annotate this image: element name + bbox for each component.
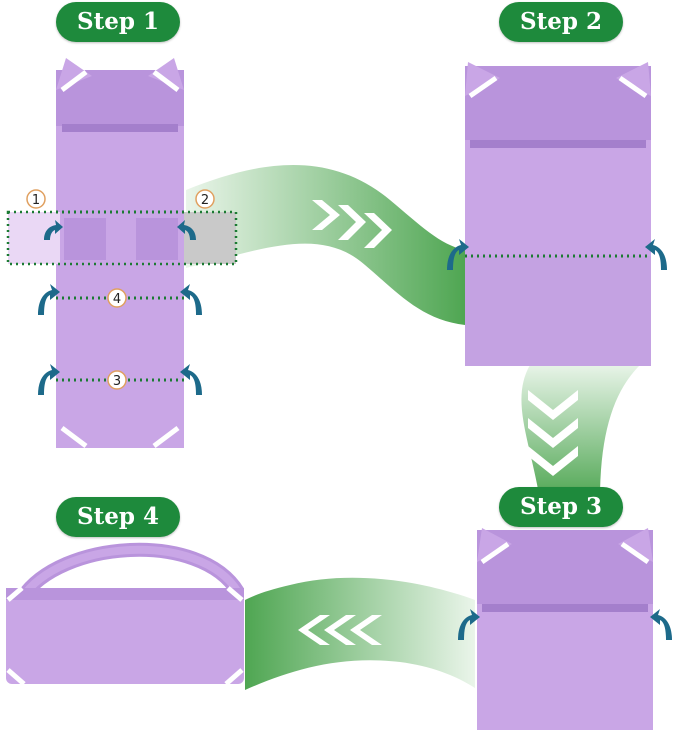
step3-towel: [477, 528, 653, 730]
svg-text:1: 1: [32, 193, 40, 208]
fold-marker-4: 4: [107, 288, 127, 308]
curl-arrow-icon: [38, 220, 202, 395]
step-3-label: Step 3: [499, 487, 623, 527]
svg-text:2: 2: [201, 193, 209, 208]
flow-arrow-3-to-4: [245, 577, 475, 690]
svg-text:3: 3: [113, 374, 121, 389]
fold-marker-3: 3: [107, 370, 127, 390]
step4-rolled-towel: [6, 542, 244, 686]
step-2-label: Step 2: [499, 2, 623, 42]
flow-arrow-2-to-3: [521, 365, 640, 500]
step-1-label: Step 1: [56, 2, 180, 42]
fold-marker-1: 1: [26, 189, 46, 209]
step-4-label: Step 4: [56, 497, 180, 537]
fold-marker-2: 2: [195, 189, 215, 209]
curl-arrow-icon: [447, 239, 667, 270]
flow-arrow-1-to-2: [186, 165, 465, 325]
curl-arrow-icon: [458, 609, 672, 640]
step2-towel: [465, 62, 651, 366]
svg-text:4: 4: [113, 292, 121, 307]
